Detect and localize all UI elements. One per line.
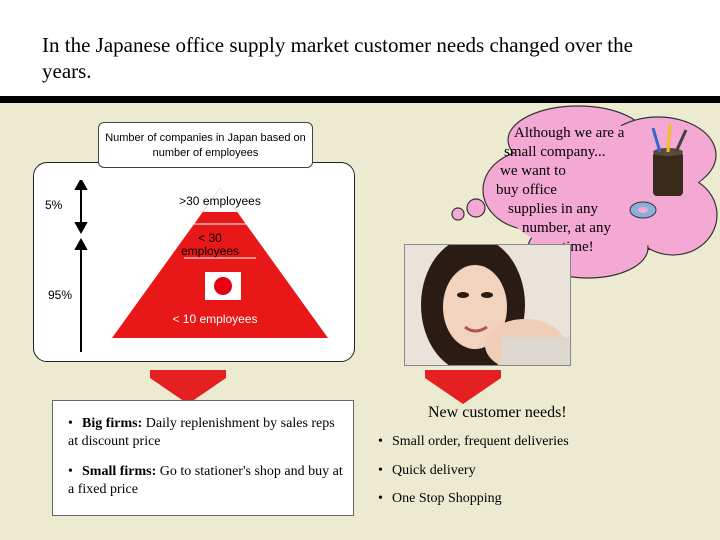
small-firms-item: • Small firms: Go to stationer's shop and… — [68, 463, 348, 499]
need-item-label: Quick delivery — [392, 463, 476, 478]
need-item: • One Stop Shopping — [378, 491, 502, 507]
big-firms-label: Big firms: — [82, 416, 143, 431]
market-firms-box — [52, 400, 354, 516]
tier-large-label: >30 employees — [179, 194, 261, 208]
customer-photo — [404, 244, 571, 366]
bubble-line: small company... — [504, 144, 606, 160]
tape-icon — [629, 201, 657, 219]
bubble-dot-large — [466, 198, 486, 218]
right-down-arrow — [425, 370, 501, 404]
bubble-line: supplies in any — [508, 201, 598, 217]
woman-portrait-image — [405, 245, 570, 365]
needs-heading: New customer needs! — [428, 404, 567, 421]
need-item: • Quick delivery — [378, 463, 476, 479]
japan-flag-dot — [214, 277, 232, 295]
chart-title: Number of companies in Japan based on nu… — [98, 122, 313, 168]
bottom-arrow-head-up — [74, 237, 88, 250]
thought-bubble-text: Although we are a small company... we wa… — [492, 124, 662, 257]
title-divider — [0, 96, 720, 103]
top-arrow-head-down — [74, 222, 88, 235]
pyramid-top-tier — [203, 188, 237, 212]
need-item: • Small order, frequent deliveries — [378, 434, 569, 450]
bubble-dot-small — [451, 207, 465, 221]
bubble-line: we want to — [500, 163, 566, 179]
tier-small-label: < 10 employees — [172, 312, 258, 326]
bubble-line: time! — [562, 239, 594, 255]
pyramid-shape — [112, 188, 328, 338]
percent-arrows — [74, 180, 88, 352]
need-item-label: Small order, frequent deliveries — [392, 434, 569, 449]
percent-bottom-label: 95% — [48, 288, 73, 302]
left-down-arrow — [150, 370, 226, 404]
small-firms-label: Small firms: — [82, 464, 157, 479]
small-firms-text: Go to stationer's shop and buy at a fixe… — [68, 464, 343, 497]
bubble-line: number, at any — [522, 220, 611, 236]
company-pyramid — [112, 188, 328, 338]
bullet-icon: • — [378, 491, 383, 506]
need-item-label: One Stop Shopping — [392, 491, 502, 506]
bubble-line: buy office — [496, 182, 557, 198]
percent-top-label: 5% — [45, 198, 63, 212]
bullet-icon: • — [68, 464, 73, 479]
bullet-icon: • — [68, 416, 73, 431]
pencil-cup-icon — [651, 123, 688, 196]
tier-medium-label: < 30 employees — [180, 231, 240, 258]
top-arrow-head-up — [74, 180, 88, 190]
bubble-line: Although we are a — [514, 125, 625, 141]
page-title: In the Japanese office supply market cus… — [42, 33, 633, 83]
big-firms-item: • Big firms: Daily replenishment by sales… — [68, 415, 348, 451]
big-firms-text: Daily replenishment by sales reps at dis… — [68, 416, 335, 449]
bullet-icon: • — [378, 463, 383, 478]
thought-bubble — [451, 105, 718, 279]
bullet-icon: • — [378, 434, 383, 449]
